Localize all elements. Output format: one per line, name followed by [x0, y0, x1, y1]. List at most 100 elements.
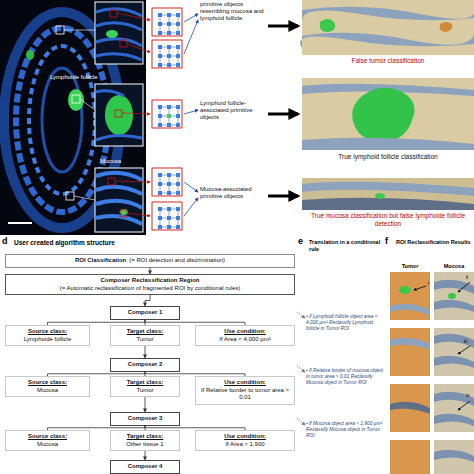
- primitive-object: [176, 105, 180, 109]
- result-arrow: [268, 25, 298, 28]
- primitive-object: [176, 114, 180, 118]
- zoom-arrow: [115, 181, 150, 182]
- primitive-object-box: [152, 8, 182, 36]
- primitive-object: [158, 105, 162, 109]
- zoom-line: [74, 196, 95, 200]
- primitive-object: [167, 31, 171, 35]
- inset-texture: [96, 173, 142, 224]
- pointer-arrow: [184, 198, 198, 216]
- object-selection: [115, 110, 122, 117]
- callout-arrow: [414, 286, 426, 290]
- primitive-object-box: [152, 100, 182, 128]
- flow-arrow: [145, 346, 146, 358]
- condition-box: Use condition:If Area < 1,900: [195, 430, 295, 451]
- primitive-object: [176, 182, 180, 186]
- mucosa-ring: [29, 46, 95, 194]
- primitive-object: [167, 22, 171, 26]
- result-caption: False tumor classification: [304, 57, 472, 65]
- node-text: If Relative border to tumor area > 0.01: [199, 387, 291, 402]
- callout-arrow: [458, 401, 470, 410]
- node-text: Composer 4: [114, 463, 176, 471]
- callout-number: iii: [464, 338, 474, 344]
- column-heading: Tumor: [390, 263, 430, 270]
- follicle-spot: [26, 50, 34, 60]
- node-text: Source class:: [9, 328, 86, 336]
- primitive-object: [158, 114, 162, 118]
- mucosa-band: [434, 334, 474, 368]
- zoom-arrow: [127, 44, 150, 52]
- primitive-object: [176, 63, 180, 67]
- source-box: Source class:Lymphoide follicle: [5, 325, 90, 346]
- scale-bar: [8, 222, 32, 224]
- condition-box: Use condition:If Area < 4,000 µm²: [195, 325, 295, 346]
- zoom-arrow: [122, 113, 150, 114]
- primitive-object: [176, 225, 180, 229]
- primitive-object: [167, 191, 171, 195]
- node-text: Target class:: [114, 379, 176, 387]
- primitive-object-box: [152, 40, 182, 68]
- callout-number: ii: [466, 274, 474, 280]
- panel-letter: d: [2, 236, 14, 247]
- condition-box: Use condition:If Relative border to tumo…: [195, 376, 295, 405]
- composer-box: Composer 2: [110, 358, 180, 372]
- primitive-object: [158, 123, 162, 127]
- composer-box: Composer 1: [110, 306, 180, 320]
- tumor-thumbnail: [390, 328, 430, 376]
- conditional-rule: • If Relative border of mucosa object to…: [306, 368, 386, 385]
- follicle-spot: [399, 286, 411, 294]
- conditional-rule: • If Mucosa object area < 1,900 µm² Recl…: [306, 421, 386, 438]
- primitive-object: [167, 105, 171, 109]
- flow-arrow: [145, 451, 146, 460]
- primitive-object: [167, 173, 171, 177]
- primitive-object: [167, 123, 171, 127]
- node-text: If Area < 1,900: [199, 441, 291, 449]
- inset-texture: [96, 91, 142, 140]
- zoom-arrow: [127, 213, 150, 216]
- node-text: ROI Classification: [75, 257, 126, 263]
- node-text: Mucosa: [9, 387, 86, 395]
- primitive-object: [158, 216, 162, 220]
- node-text: Composer 3: [114, 415, 176, 423]
- node-text: Source class:: [9, 379, 86, 387]
- primitive-object: [167, 216, 171, 220]
- composer-box: Composer 3: [110, 412, 180, 426]
- follicle-region: [352, 88, 414, 142]
- mucosa-thumbnail: [434, 272, 474, 320]
- target-box: Target class:Tumor: [110, 376, 180, 397]
- pointer-arrow: [184, 20, 198, 54]
- translation-arrow: [297, 366, 305, 372]
- mucosa-band: [434, 392, 474, 426]
- region-label: Lymphoide follicle: [50, 74, 112, 81]
- callout-number: iv: [466, 392, 474, 398]
- node-text: Use condition:: [199, 433, 291, 441]
- object-selection: [110, 10, 117, 17]
- primitive-object: [158, 54, 162, 58]
- tumor-thumbnail: [390, 440, 430, 474]
- flow-arrow: [145, 397, 146, 412]
- tumor-thumbnail: [390, 384, 430, 432]
- node-text: Other tissue 1: [114, 441, 176, 449]
- mucosa-thumbnail: [434, 440, 474, 474]
- pointer-arrow: [184, 14, 198, 22]
- region-label: Mucosa: [100, 158, 140, 165]
- mucosa-thumbnail: [434, 384, 474, 432]
- node-text: Source class:: [9, 433, 86, 441]
- panel-letter: e: [298, 236, 310, 247]
- node-text: Composer 2: [114, 361, 176, 369]
- result-image: [302, 178, 474, 210]
- callout-arrow: [458, 346, 470, 354]
- column-heading: Mucosa: [434, 263, 474, 270]
- node-text: Tumor: [114, 336, 176, 344]
- node-text: Tumor: [114, 387, 176, 395]
- primitive-object: [158, 182, 162, 186]
- primitive-object: [176, 31, 180, 35]
- misclassified-region: [320, 19, 335, 32]
- zoom-inset: [95, 2, 143, 64]
- target-box: Target class:Tumor: [110, 325, 180, 346]
- region-box: Composer Reclassification Region(= Autom…: [5, 274, 295, 295]
- primitive-object: [176, 123, 180, 127]
- primitive-object: [167, 114, 171, 118]
- primitive-object: [167, 54, 171, 58]
- object-selection: [108, 178, 115, 185]
- selection-square: [72, 95, 80, 103]
